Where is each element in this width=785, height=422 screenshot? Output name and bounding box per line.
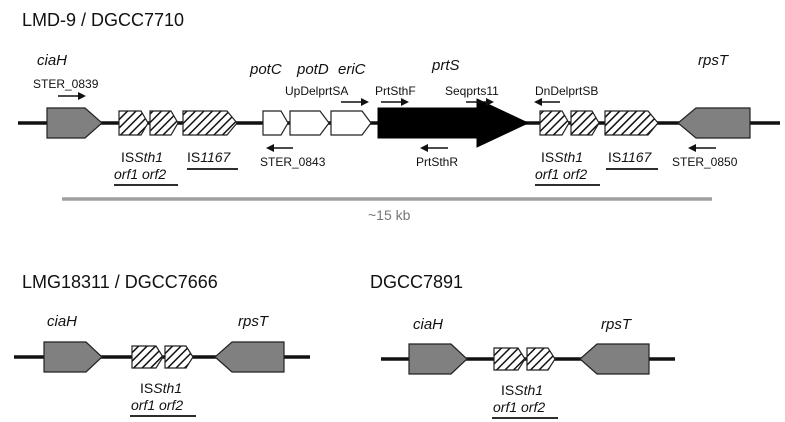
eriC-gene xyxy=(330,110,372,136)
is-sth1-label: ISSth1 xyxy=(501,382,543,398)
is-sth1-orf2 xyxy=(164,345,194,369)
orf-labels-right: orf1 orf2 xyxy=(535,166,587,182)
rpsT-label: rpsT xyxy=(698,52,730,69)
prtS-label: prtS xyxy=(431,57,460,74)
is-sth1-label-left: ISSth1 xyxy=(121,149,163,165)
is1167-label-right: IS1167 xyxy=(608,149,653,165)
is1167-label-left: IS1167 xyxy=(187,149,232,165)
primer-prtsthf-label: PrtSthF xyxy=(375,84,416,98)
orf-labels: orf1 orf2 xyxy=(493,399,545,415)
primer-ster0839-label: STER_0839 xyxy=(33,77,99,91)
is-sth1-orf2 xyxy=(526,347,556,371)
primer-ster0843-label: STER_0843 xyxy=(260,155,326,169)
rpsT-label: rpsT xyxy=(601,316,633,333)
ciaH-gene xyxy=(43,341,103,373)
ciaH-gene xyxy=(46,107,103,139)
is-sth1-orf1 xyxy=(131,345,164,369)
primer-ster0850-label: STER_0850 xyxy=(672,155,738,169)
is-sth1-orf1-right xyxy=(539,110,570,136)
rpsT-label: rpsT xyxy=(238,313,270,330)
panel-lmd9: LMD-9 / DGCC7710 ciaH STER_0839 ISSth1 o… xyxy=(18,10,780,223)
potC-label: potC xyxy=(249,61,282,78)
rpsT-gene xyxy=(677,107,751,139)
primer-dndelprtsb-label: DnDelprtSB xyxy=(535,84,598,98)
orf-labels: orf1 orf2 xyxy=(131,397,183,413)
is-sth1-orf1 xyxy=(493,347,526,371)
is-sth1-label-right: ISSth1 xyxy=(541,149,583,165)
is1167-left xyxy=(182,110,238,136)
strain-title-dgcc7891: DGCC7891 xyxy=(370,272,463,292)
primer-prtsthr-label: PrtSthR xyxy=(416,155,458,169)
is-sth1-label: ISSth1 xyxy=(140,380,182,396)
is1167-right xyxy=(604,110,659,136)
potC-gene xyxy=(262,110,289,136)
rpsT-gene xyxy=(579,343,650,375)
eriC-label: eriC xyxy=(338,61,366,78)
primer-seqprts11-label: Seqprts11 xyxy=(445,84,499,98)
is-sth1-orf2-left xyxy=(149,110,179,136)
ciaH-label: ciaH xyxy=(413,316,443,333)
ciaH-label: ciaH xyxy=(37,52,67,69)
panel-lmg18311: LMG18311 / DGCC7666 ciaH ISSth1 orf1 orf… xyxy=(14,272,310,417)
orf-labels-left: orf1 orf2 xyxy=(114,166,166,182)
potD-label: potD xyxy=(296,61,329,78)
ciaH-gene xyxy=(408,343,468,375)
is-sth1-orf1-left xyxy=(118,110,149,136)
is-sth1-orf2-right xyxy=(570,110,600,136)
ciaH-label: ciaH xyxy=(47,313,77,330)
strain-title-lmd9: LMD-9 / DGCC7710 xyxy=(22,10,184,30)
scale-bar-label: ~15 kb xyxy=(368,207,411,223)
prtS-gene xyxy=(377,98,530,148)
rpsT-gene xyxy=(214,341,285,373)
primer-updelprtsa-label: UpDelprtSA xyxy=(285,84,348,98)
panel-dgcc7891: DGCC7891 ciaH ISSth1 orf1 orf2 rpsT xyxy=(370,272,675,419)
potD-gene xyxy=(289,110,330,136)
strain-title-lmg18311: LMG18311 / DGCC7666 xyxy=(22,272,218,292)
